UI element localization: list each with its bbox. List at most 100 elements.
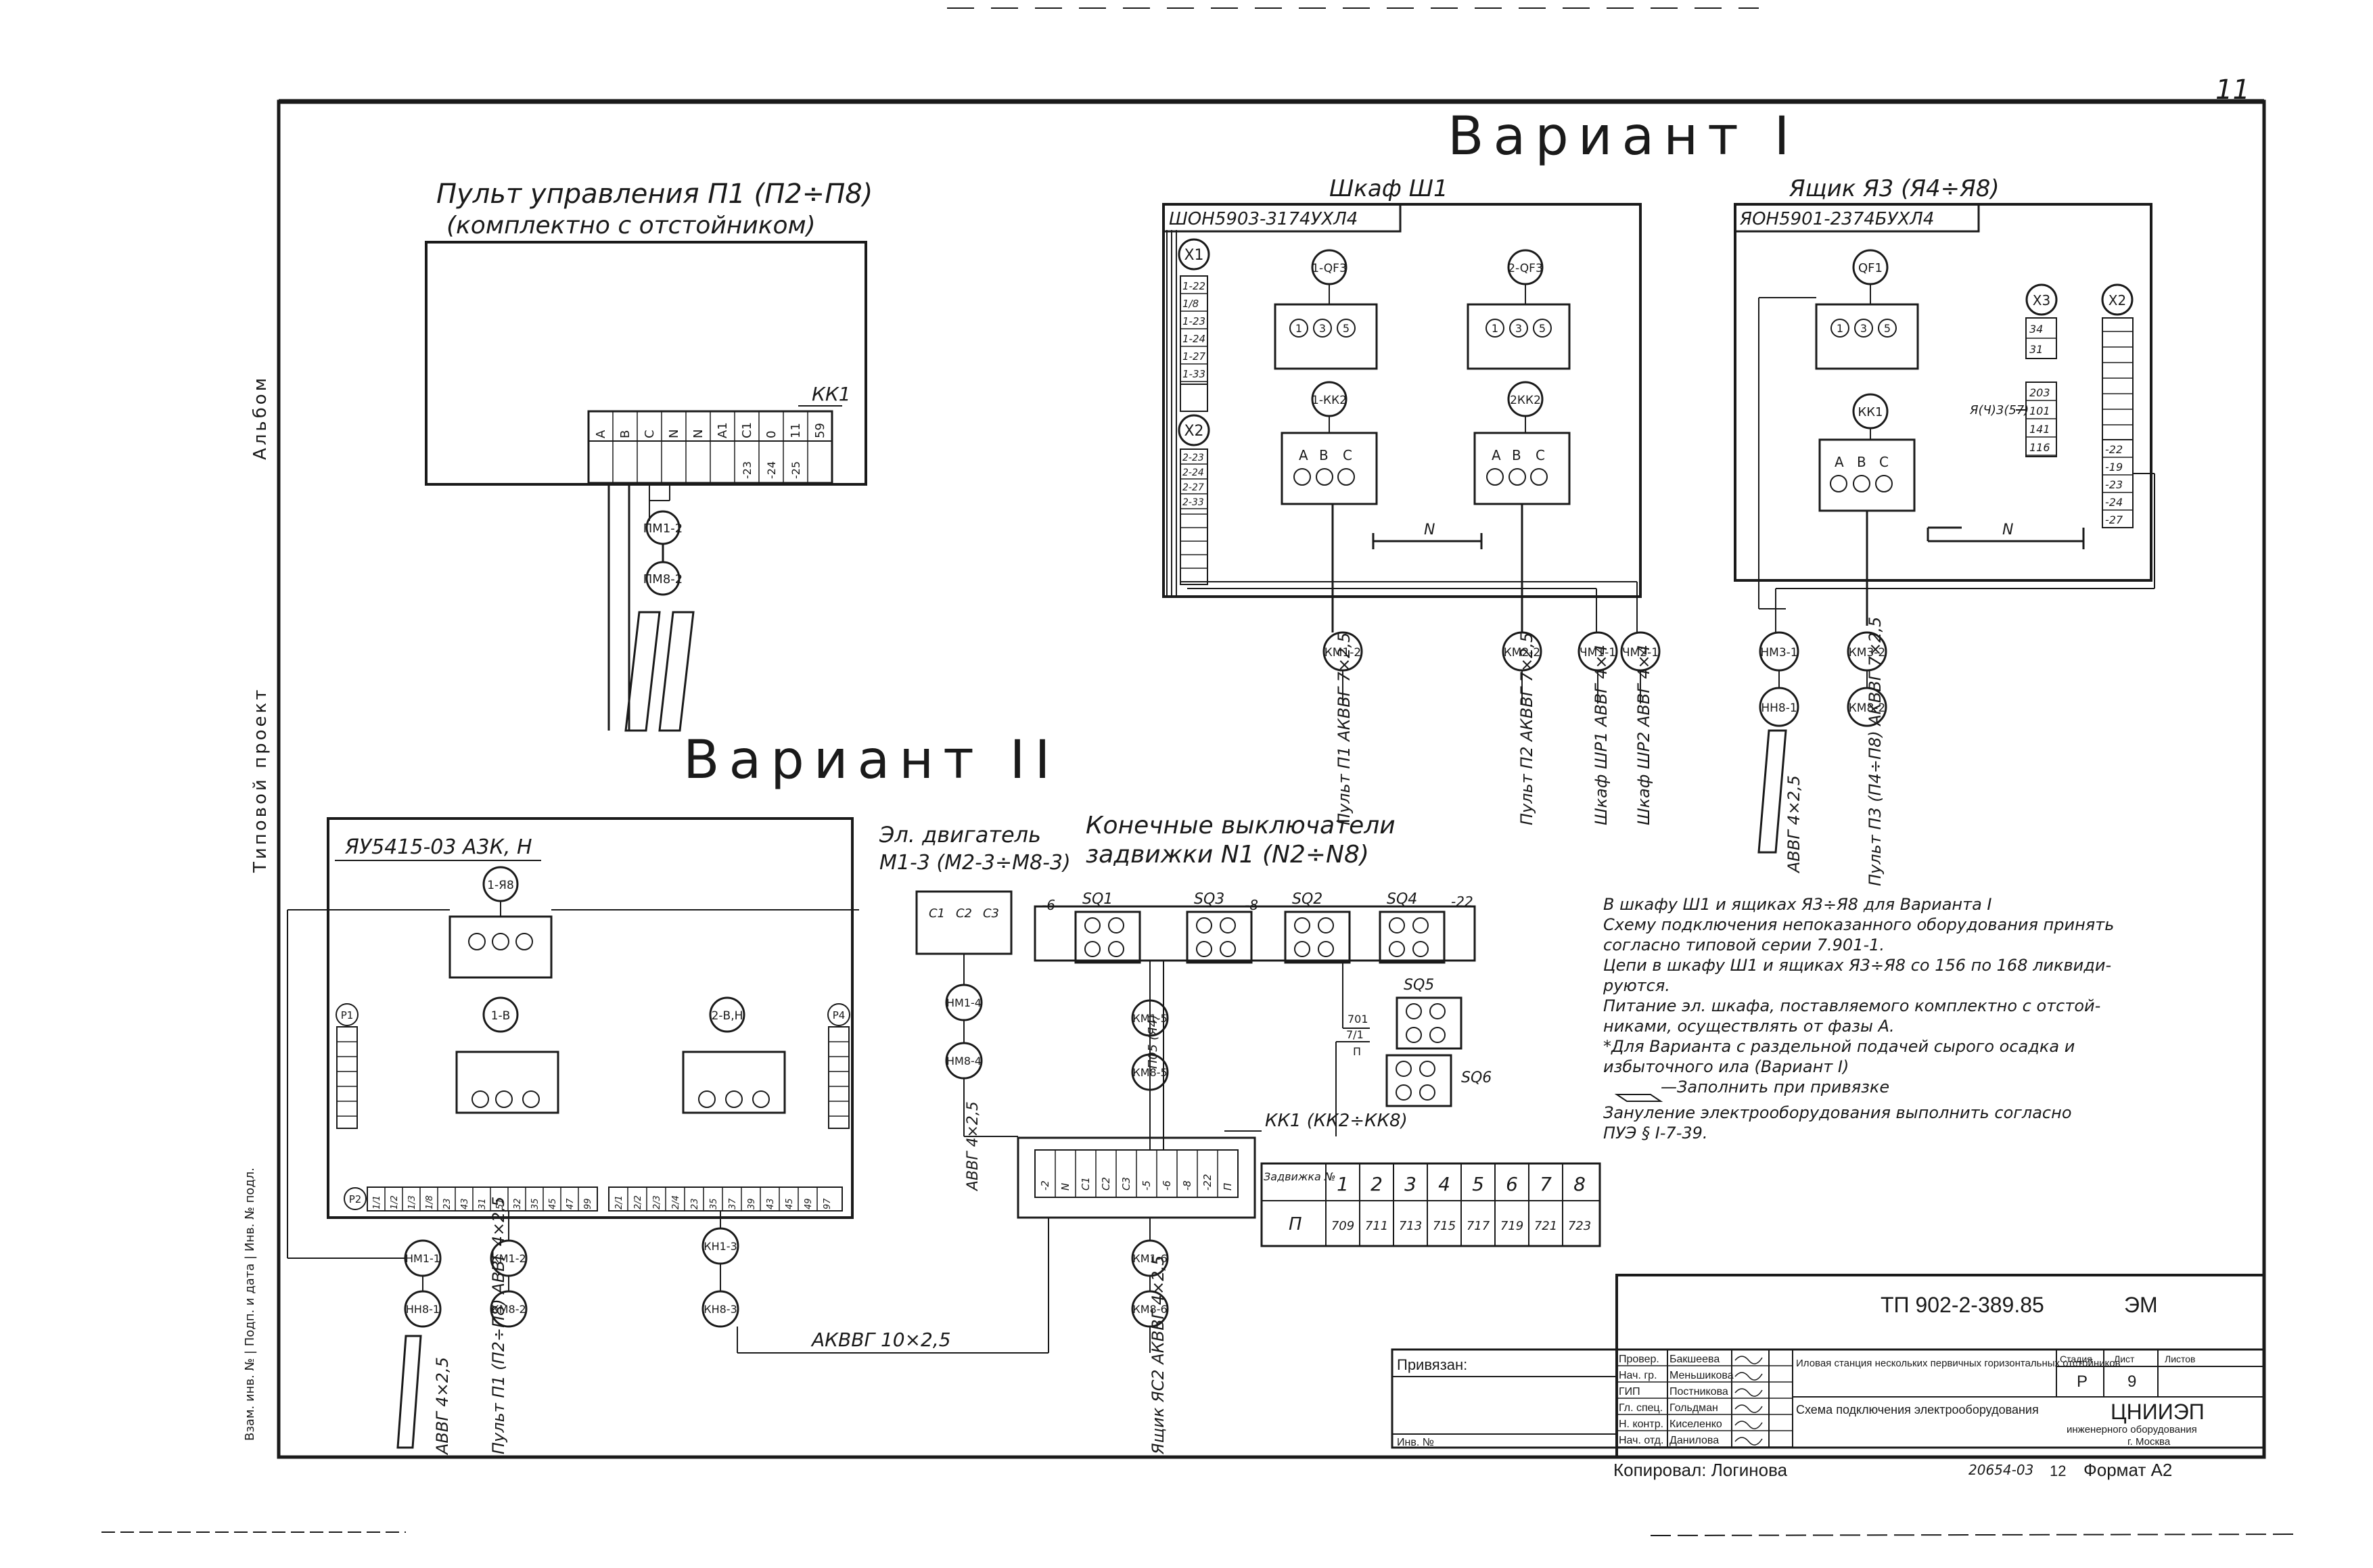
svg-text:C: C bbox=[1879, 454, 1889, 470]
table-col-header: 8 bbox=[1573, 1173, 1586, 1195]
w1-cable-chm2-1: ЧМ2-1 bbox=[1622, 646, 1659, 660]
limit-contact bbox=[1220, 941, 1236, 957]
svg-text:A: A bbox=[1835, 454, 1844, 470]
limit-switch-label: SQ5 bbox=[1404, 977, 1434, 994]
table-row-label: П bbox=[1289, 1214, 1302, 1235]
ya3-bus-label: N bbox=[2002, 522, 2013, 538]
svg-text:A: A bbox=[1492, 447, 1501, 463]
v2-terminal-left: 31 bbox=[478, 1198, 488, 1209]
trunk-cable: АКВВГ 10×2,5 bbox=[810, 1329, 951, 1351]
limits-inner-2: 7/1 bbox=[1346, 1028, 1364, 1041]
control-panel-p1: Пульт управления П1 (П2÷П8) (комплектно … bbox=[425, 179, 873, 732]
title-block: ТП 902-2-389.85 ЭМ Привязан: Инв. № Пров… bbox=[1391, 1274, 2265, 1480]
w1-breaker-2: 2-QF3 bbox=[1508, 262, 1543, 275]
ya3-x2-terminal: -19 bbox=[2105, 461, 2123, 474]
limit-switch-label: SQ1 bbox=[1082, 891, 1113, 908]
tb-format: Формат А2 bbox=[2083, 1460, 2172, 1480]
ya3-contactor: КК1 bbox=[1858, 405, 1883, 419]
motor-cable-2: НМ8-4 bbox=[946, 1055, 982, 1067]
v2-p2-label: Р2 bbox=[349, 1193, 362, 1205]
limit-contact bbox=[1108, 941, 1124, 957]
tb-signature bbox=[1734, 1421, 1763, 1429]
v2-contactor-2: 2-В,Н bbox=[712, 1009, 743, 1023]
w1-cable-note-4: Шкаф ШР2 АВВГ 4×4 bbox=[1634, 645, 1653, 825]
box-ya3: Ящик Я3 (Я4÷Я8) ЯОН5901-2374БУХЛ4 QF1 1 … bbox=[1734, 175, 2155, 886]
v2-cable-kn8-3: КН8-3 bbox=[704, 1303, 737, 1316]
tb-name: Гольдман bbox=[1669, 1402, 1718, 1414]
panel-kk-label: КК1 bbox=[812, 383, 851, 405]
box-ya3-title: Ящик Я3 (Я4÷Я8) bbox=[1789, 175, 2000, 202]
ya3-x2-terminal: -24 bbox=[2105, 496, 2123, 509]
v2-cable-note-2: Пульт П1 (П2÷П8) АВВГ 4×2,5 bbox=[489, 1197, 508, 1454]
table-col-header: 3 bbox=[1404, 1173, 1416, 1195]
limit-contact bbox=[1220, 917, 1236, 933]
note-line: согласно типовой серии 7.901-1. bbox=[1603, 936, 1885, 954]
v2-terminal-left: 1/2 bbox=[390, 1195, 400, 1209]
tb-order: 20654-03 bbox=[1968, 1462, 2033, 1478]
tb-role: Провер. bbox=[1619, 1354, 1659, 1365]
ya3-cable-nn8-1: НН8-1 bbox=[1761, 701, 1797, 715]
tb-city: г. Москва bbox=[2127, 1436, 2171, 1448]
limits-cable-km8-5: КМ8-5 bbox=[1132, 1066, 1167, 1079]
table-col-header: 2 bbox=[1370, 1173, 1383, 1195]
note-line: ПУЭ § I-7-39. bbox=[1603, 1124, 1708, 1143]
limit-switch-box bbox=[1379, 910, 1446, 964]
limit-contact bbox=[1108, 917, 1124, 933]
tb-name: Постникова bbox=[1669, 1386, 1728, 1398]
panel-terminal: 11 bbox=[789, 423, 803, 438]
limits-cable-km1-5: КМ1-5 bbox=[1132, 1012, 1167, 1025]
sheet-number: 11 bbox=[2215, 74, 2250, 106]
kk-terminal: С2 bbox=[1100, 1177, 1112, 1191]
panel-terminal: С1 bbox=[740, 422, 754, 438]
cable-tag-pm8-2: ПМ8-2 bbox=[643, 572, 683, 586]
v2-terminal-right: 2/1 bbox=[614, 1195, 624, 1209]
cable-tag-pm1-2: ПМ1-2 bbox=[643, 522, 683, 536]
tb-role: Н. контр. bbox=[1619, 1419, 1663, 1430]
tb-name: Киселенко bbox=[1669, 1419, 1722, 1430]
valve-table: Задвижка № П 170927113713471557176719772… bbox=[1260, 1162, 1601, 1247]
x3-terminal: 116 bbox=[2029, 441, 2050, 454]
limit-contact bbox=[1429, 1027, 1446, 1043]
table-value: 711 bbox=[1365, 1219, 1388, 1233]
ya3-breaker: QF1 bbox=[1858, 261, 1883, 275]
limit-contact bbox=[1419, 1084, 1435, 1101]
v2-terminal-left: 23 bbox=[442, 1198, 453, 1209]
limit-contact bbox=[1196, 917, 1212, 933]
limit-contact bbox=[1412, 917, 1429, 933]
svg-text:3: 3 bbox=[1515, 322, 1522, 335]
tb-role: Нач. отд. bbox=[1619, 1435, 1663, 1446]
limit-switches: Конечные выключатели задвижки N1 (N2÷N8)… bbox=[1034, 812, 1492, 1455]
panel-terminal-lower: -23 bbox=[741, 461, 754, 479]
svg-text:B: B bbox=[1319, 447, 1329, 463]
limit-switch-box bbox=[1186, 910, 1253, 964]
x3-terminal: 101 bbox=[2029, 405, 2050, 417]
svg-text:5: 5 bbox=[1343, 322, 1350, 335]
ya3-cable-note-1: АВВГ 4×2,5 bbox=[1784, 775, 1803, 874]
w1-cable-km2-2: КМ2-2 bbox=[1504, 646, 1541, 660]
v2-contactor-1: 1-В bbox=[491, 1009, 511, 1023]
table-col-header: 1 bbox=[1337, 1173, 1349, 1195]
note-line: *Для Варианта с раздельной подачей сырог… bbox=[1603, 1037, 2075, 1056]
table-value: 717 bbox=[1467, 1219, 1490, 1233]
limit-contact bbox=[1429, 1003, 1446, 1019]
panel-title: Пульт управления П1 (П2÷П8) bbox=[436, 179, 873, 210]
table-col-header: 5 bbox=[1472, 1173, 1484, 1195]
limit-switch-label: SQ6 bbox=[1461, 1069, 1492, 1086]
v2-cable-km8-2: КМ8-2 bbox=[491, 1303, 526, 1316]
tb-inv: Инв. № bbox=[1397, 1437, 1434, 1448]
limit-contact bbox=[1396, 1061, 1412, 1077]
svg-text:5: 5 bbox=[1539, 322, 1546, 335]
w1-cable-chm1-1: ЧМ1-1 bbox=[1580, 646, 1616, 660]
stamp-label: Взам. инв. № | Подп. и дата | Инв. № под… bbox=[243, 1168, 257, 1441]
panel-terminal-lower: -24 bbox=[765, 461, 778, 479]
x3-terminal: 203 bbox=[2029, 386, 2050, 399]
motor-subtitle: М1-3 (М2-3÷М8-3) bbox=[879, 851, 1071, 875]
panel-terminal: 0 bbox=[764, 431, 779, 438]
panel-terminal: С bbox=[643, 430, 657, 438]
table-value: 709 bbox=[1331, 1219, 1354, 1233]
panel-terminal-lower: -25 bbox=[789, 461, 802, 479]
note-line: никами, осуществлять от фазы А. bbox=[1603, 1017, 1895, 1036]
cabinet-w1-title: Шкаф Ш1 bbox=[1329, 175, 1448, 202]
tb-priviazan: Привязан: bbox=[1397, 1356, 1467, 1373]
